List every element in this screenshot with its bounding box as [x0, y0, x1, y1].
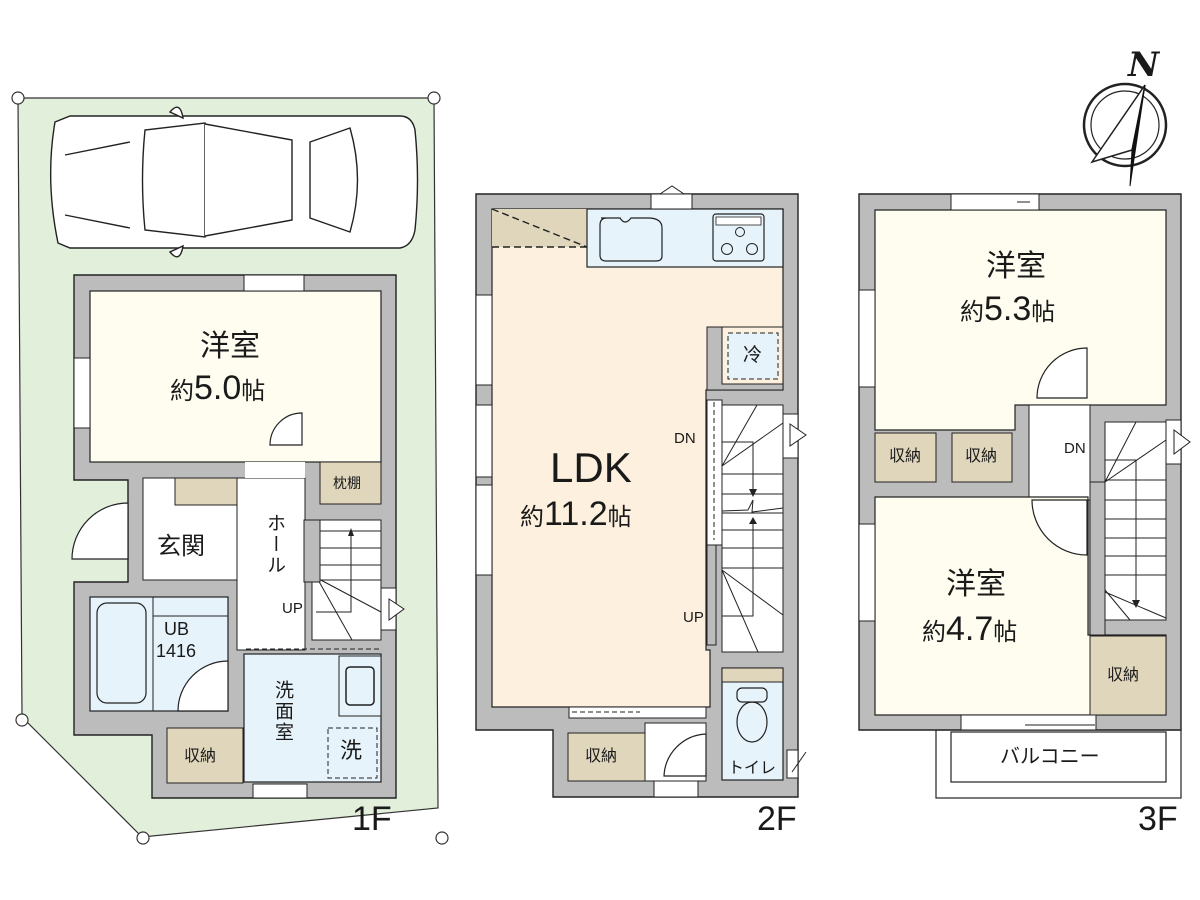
size-prefix: 約 — [922, 618, 946, 646]
size-unit: 帖 — [607, 503, 632, 531]
floor-label-1f: 1F — [352, 800, 392, 838]
fridge-label: 冷 — [743, 344, 763, 366]
storage-3f-1-label: 収納 — [889, 446, 922, 465]
building-1f — [71, 274, 405, 799]
storage-2f-label: 収納 — [585, 746, 618, 765]
pillow-shelf-label: 枕棚 — [333, 476, 361, 492]
bath-label: UB — [164, 619, 190, 639]
room-3f-north-size: 約5.3帖 — [960, 292, 1055, 326]
stairs-1f-up-label: UP — [282, 600, 303, 617]
building-3f — [858, 193, 1191, 799]
size-value: 5.0 — [194, 369, 242, 407]
washroom-label: 洗面室 — [272, 680, 294, 743]
building-2f — [475, 185, 807, 798]
size-value: 4.7 — [946, 610, 994, 648]
storage-3f-3-label: 収納 — [1107, 665, 1140, 684]
washer-label: 洗 — [340, 739, 363, 764]
room-ldk-name: LDK — [550, 444, 632, 491]
size-unit: 帖 — [241, 377, 266, 405]
balcony-label: バルコニー — [1000, 744, 1100, 768]
room-1f-western-size: 約5.0帖 — [170, 371, 265, 405]
compass-icon — [1082, 82, 1168, 187]
size-prefix: 約 — [520, 503, 544, 531]
room-3f-south-name: 洋室 — [946, 567, 1006, 602]
size-unit: 帖 — [993, 618, 1018, 646]
floor-label-3f: 3F — [1138, 800, 1178, 838]
storage-1f-label: 収納 — [184, 746, 217, 765]
bath-code-label: 1416 — [156, 641, 197, 661]
floor-label-2f: 2F — [757, 800, 797, 838]
room-1f-western-name: 洋室 — [200, 329, 260, 364]
car-icon — [49, 106, 419, 258]
size-prefix: 約 — [960, 298, 984, 326]
room-3f-north-name: 洋室 — [986, 249, 1046, 284]
hall-label: ホール — [264, 513, 286, 576]
size-value: 11.2 — [544, 495, 608, 533]
entrance-label: 玄関 — [157, 532, 205, 560]
toilet-label: トイレ — [728, 758, 777, 777]
size-prefix: 約 — [170, 377, 194, 405]
stairs-2f-dn-label: DN — [674, 430, 696, 447]
compass-north-label: N — [1128, 45, 1160, 85]
room-3f-south-size: 約4.7帖 — [922, 612, 1017, 646]
size-unit: 帖 — [1031, 298, 1056, 326]
stairs-3f-dn-label: DN — [1064, 440, 1086, 457]
size-value: 5.3 — [984, 290, 1032, 328]
storage-3f-2-label: 収納 — [965, 446, 998, 465]
stairs-2f-up-label: UP — [683, 609, 704, 626]
room-ldk-size: 約11.2帖 — [520, 497, 632, 531]
